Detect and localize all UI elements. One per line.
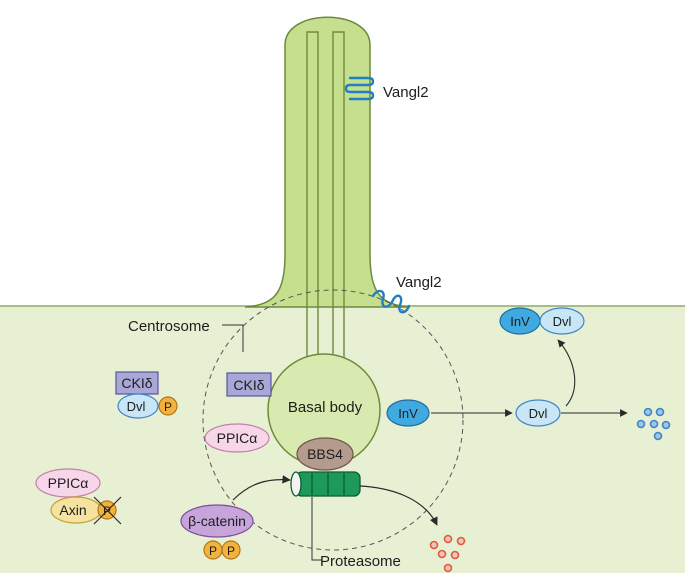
proteasome-icon: [290, 471, 361, 497]
degraded-dvl-icon: [636, 407, 671, 441]
vangl2-membrane-icon: [371, 289, 411, 314]
ppic-inner-label: PPICα: [217, 430, 258, 446]
dvl-center-protein: [515, 399, 561, 427]
cilium-axoneme-left: [306, 31, 319, 395]
vangl2-receptor-icon: [344, 76, 375, 101]
ckid-outer-label: CKIδ: [121, 375, 152, 391]
degradation-arrow: [359, 485, 438, 526]
degraded-products-icon: [429, 534, 466, 573]
inv-center-label: InV: [398, 406, 418, 421]
ppic-inner-protein: [204, 423, 270, 453]
cilium-axoneme-right: [332, 31, 345, 395]
beta-catenin-to-proteasome-arrow: [232, 475, 291, 501]
phospho-left: [158, 396, 178, 416]
basal-body-label: Basal body: [288, 399, 363, 416]
bbs4-protein: [296, 437, 354, 471]
bbs4-label: BBS4: [307, 446, 343, 462]
dephosphorylation-cross-icon: [93, 496, 122, 525]
phospho-beta-2: [221, 540, 241, 560]
proteasome-label: Proteasome: [320, 553, 401, 570]
centrosome-region: [202, 289, 464, 551]
phospho-beta-2-label: P: [227, 544, 235, 558]
ppic-outer-protein: [35, 468, 101, 498]
phospho-beta-1-label: P: [209, 544, 217, 558]
phospho-left-label: P: [164, 400, 172, 414]
ppic-outer-label: PPICα: [48, 475, 89, 491]
beta-catenin-protein: [180, 504, 254, 538]
vangl2-membrane-label: Vangl2: [396, 274, 442, 291]
cilium: [244, 16, 411, 308]
inv-center-protein: [386, 399, 430, 427]
centrosome-label: Centrosome: [128, 318, 210, 335]
proteasome-leader-line: [311, 497, 322, 561]
dvl-top-protein: [539, 307, 585, 335]
vangl2-top-label: Vangl2: [383, 84, 429, 101]
inv-top-label: InV: [510, 314, 530, 329]
ckid-inner-box: [226, 372, 272, 397]
dvl-top-label: Dvl: [553, 314, 572, 329]
beta-catenin-label: β-catenin: [188, 513, 246, 529]
axin-label: Axin: [59, 502, 86, 518]
dvl-left-label: Dvl: [127, 399, 146, 414]
dvl-center-label: Dvl: [529, 406, 548, 421]
dvl-left-protein: [117, 393, 159, 419]
dvl-to-complex-arrow: [557, 339, 576, 407]
centrosome-leader-line: [222, 324, 244, 352]
ckid-inner-label: CKIδ: [233, 377, 264, 393]
